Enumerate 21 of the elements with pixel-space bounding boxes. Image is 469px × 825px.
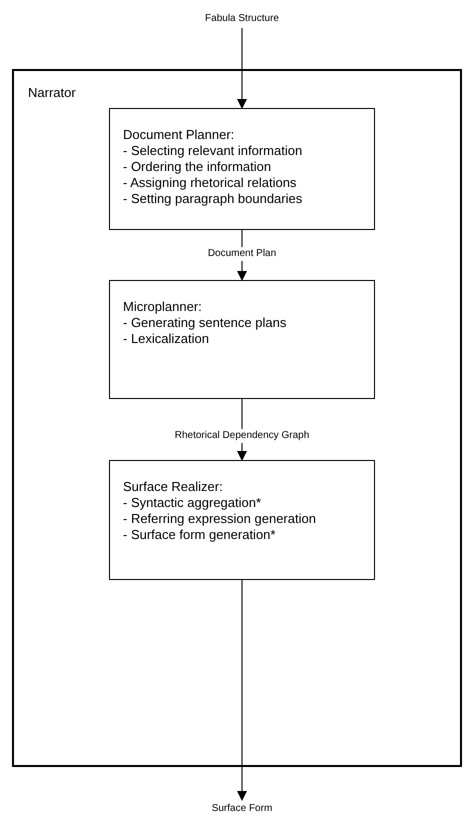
process-box bbox=[109, 280, 375, 399]
box-heading: Surface Realizer: bbox=[123, 479, 223, 495]
list-item: - Syntactic aggregation* bbox=[123, 495, 262, 511]
process-box bbox=[109, 108, 375, 230]
list-item: - Referring expression generation bbox=[123, 511, 316, 527]
arrow bbox=[237, 580, 247, 801]
list-item: - Assigning rhetorical relations bbox=[123, 175, 296, 191]
narrator-frame bbox=[12, 69, 462, 767]
list-item: - Setting paragraph boundaries bbox=[123, 191, 302, 207]
flow-label: Fabula Structure bbox=[205, 12, 279, 26]
box-heading: Document Planner: bbox=[123, 127, 234, 143]
list-item: - Surface form generation* bbox=[123, 527, 276, 543]
list-item: - Ordering the information bbox=[123, 159, 272, 175]
process-box bbox=[109, 460, 375, 580]
frame-title: Narrator bbox=[28, 85, 76, 101]
arrow bbox=[237, 28, 247, 109]
list-item: - Lexicalization bbox=[123, 331, 209, 347]
box-heading: Microplanner: bbox=[123, 299, 202, 315]
flow-label: Surface Form bbox=[212, 802, 272, 816]
list-item: - Selecting relevant information bbox=[123, 143, 302, 159]
list-item: - Generating sentence plans bbox=[123, 315, 286, 331]
